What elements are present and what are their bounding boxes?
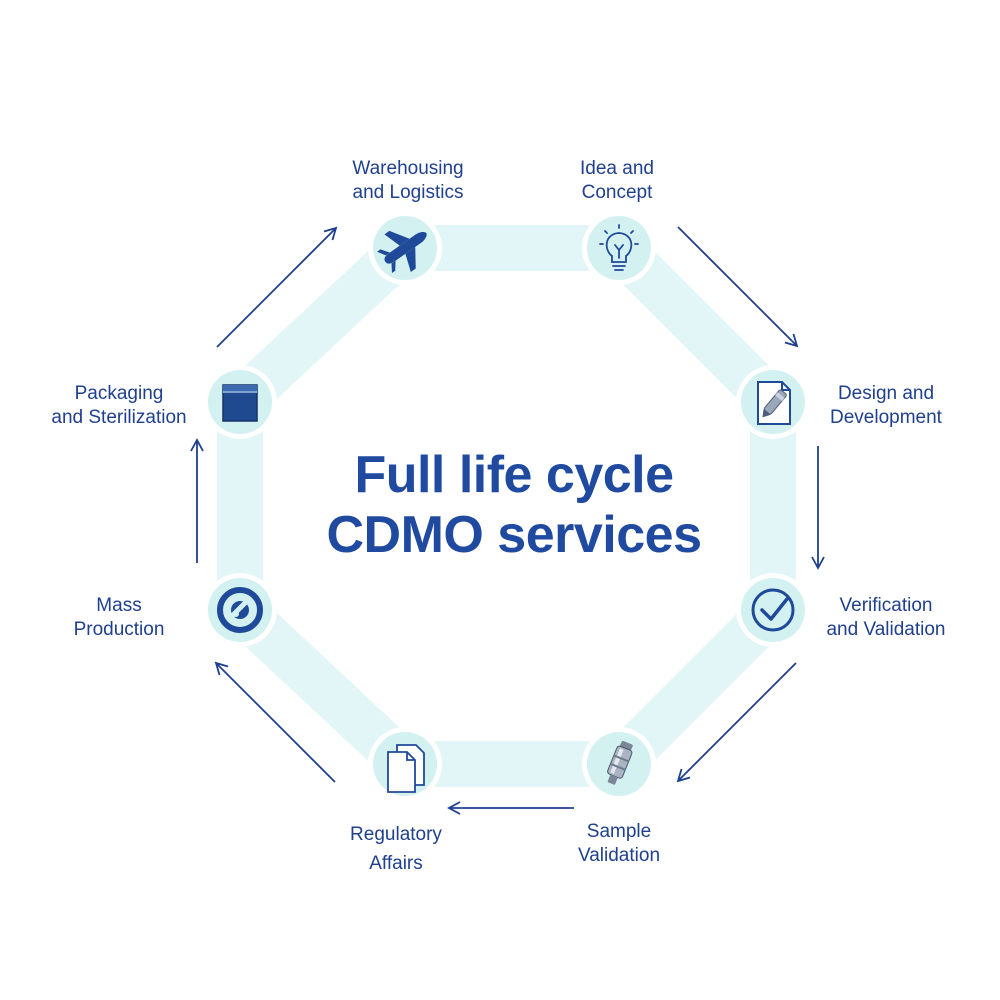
lightbulb-icon	[599, 224, 639, 271]
production-gear-icon	[217, 587, 263, 633]
stage-node-idea	[582, 211, 656, 285]
checkmark-icon	[751, 588, 795, 632]
stage-label-packaging: Packaging and Sterilization	[51, 383, 187, 428]
stage-node-verification	[736, 573, 810, 647]
stage-label-verification: Verification and Validation	[826, 595, 946, 640]
stage-label-design: Design and Development	[830, 383, 942, 428]
document-pen-icon	[757, 381, 791, 425]
diagram-title: Full life cycle CDMO services	[326, 446, 702, 564]
stage-label-warehousing: Warehousing and Logistics	[352, 158, 464, 203]
device-sample-icon	[607, 740, 633, 785]
stage-label-mass: Mass Production	[73, 595, 165, 640]
package-box-icon	[222, 384, 258, 422]
arrow-verification-to-sample	[676, 662, 797, 783]
stage-label-sample: Sample Validation	[577, 821, 661, 866]
documents-icon	[387, 744, 425, 793]
stage-label-idea: Idea and Concept	[580, 158, 654, 203]
arrow-idea-to-design	[677, 226, 799, 348]
airplane-icon	[377, 230, 427, 273]
arrow-regulatory-to-mass	[214, 661, 336, 783]
arrow-packaging-to-warehousing	[216, 226, 338, 348]
stage-label-regulatory: Regulatory Affairs	[350, 824, 442, 874]
